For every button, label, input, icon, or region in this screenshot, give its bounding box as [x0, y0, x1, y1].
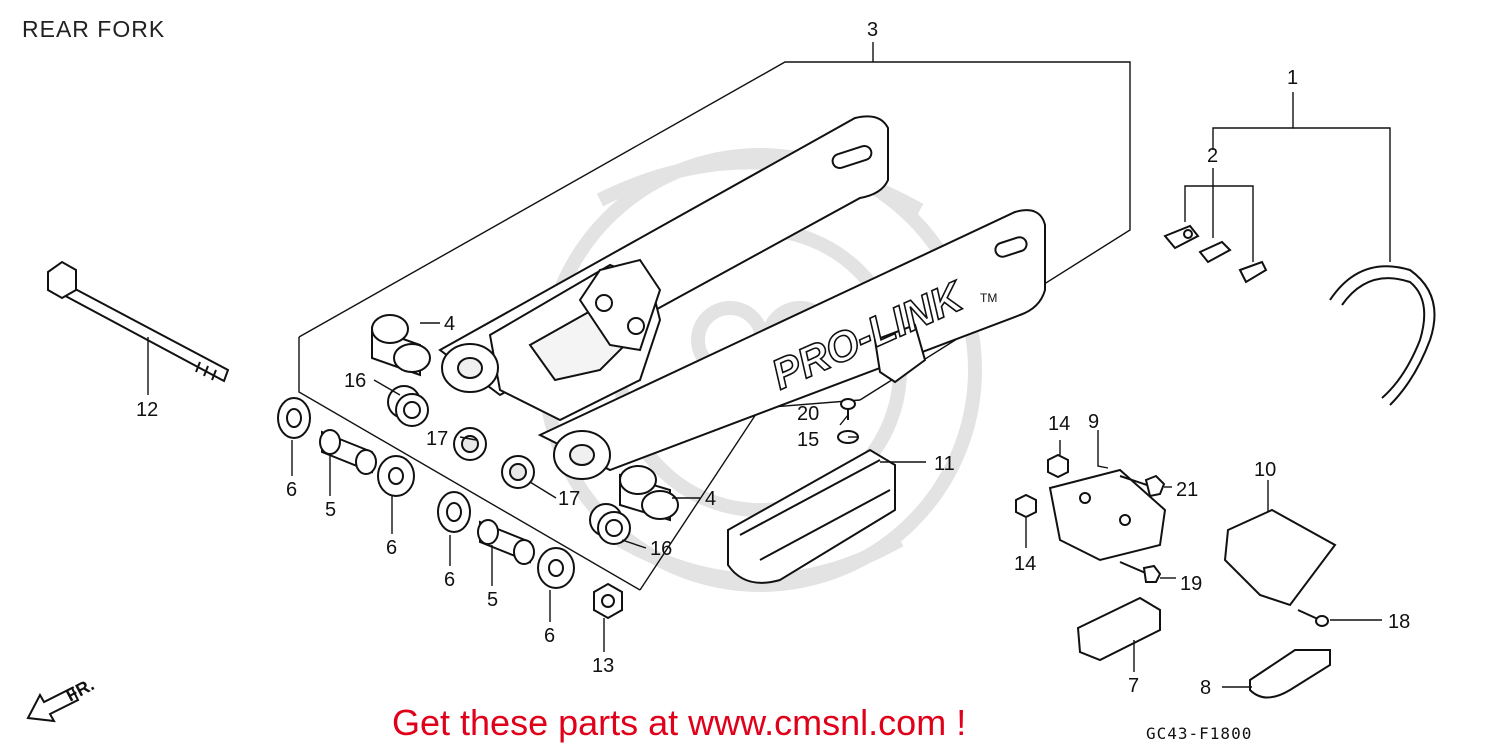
callout-14-upper: 14: [1048, 413, 1070, 435]
swingarm-part-3: [438, 115, 1046, 480]
callout-17-lower: 17: [558, 488, 580, 510]
dust-seal-part-6-c: [437, 491, 471, 533]
callout-2: 2: [1207, 145, 1218, 167]
callout-18: 18: [1388, 611, 1410, 633]
chain-guide-part-9: [1048, 468, 1167, 562]
dust-seal-part-6-d: [537, 547, 575, 589]
callout-16-upper: 16: [344, 370, 366, 392]
callout-6-d: 6: [544, 625, 555, 647]
collar-part-5-a: [319, 429, 377, 475]
leader-lines: [147, 42, 1391, 688]
collar-part-5-b: [477, 519, 535, 565]
dust-seal-part-6-b: [377, 455, 415, 497]
dust-seal-part-6-a: [277, 397, 311, 439]
callout-13: 13: [592, 655, 614, 677]
callout-labels: 1 2 3 4 4 5 5 6 6 6 6 7 8 9 10 11 12 13 …: [136, 19, 1410, 699]
screw-part-20: [840, 398, 856, 420]
callout-9: 9: [1088, 411, 1099, 433]
callout-5-b: 5: [487, 589, 498, 611]
chain-slider-part-11: [727, 448, 896, 584]
needle-bearing-part-16-upper: [387, 385, 429, 427]
bearing-part-17-upper: [453, 427, 487, 461]
bolt-part-21: [1119, 474, 1166, 498]
pro-link-tm: TM: [980, 291, 997, 305]
callout-19: 19: [1180, 573, 1202, 595]
callout-7: 7: [1128, 675, 1139, 697]
collar-part-4-upper: [371, 314, 431, 377]
assembly-outline-3: [298, 61, 1131, 591]
collar-part-4-lower: [619, 465, 679, 522]
callout-20: 20: [797, 403, 819, 425]
chain-guide-plate-part-10: [1223, 508, 1337, 607]
callout-15: 15: [797, 429, 819, 451]
needle-bearing-part-16-lower: [589, 503, 631, 545]
callout-12: 12: [136, 399, 158, 421]
promo-text: Get these parts at www.cmsnl.com !: [392, 702, 967, 743]
callout-21: 21: [1176, 479, 1198, 501]
nut-part-14-lower: [1015, 493, 1037, 519]
screw-part-18: [1297, 609, 1329, 627]
pivot-bolt-part-12: [47, 260, 230, 383]
front-direction-arrow-icon: [26, 686, 80, 723]
drawing-code: GC43-F1800: [1146, 724, 1253, 743]
callout-3: 3: [867, 19, 878, 41]
callout-10: 10: [1254, 459, 1276, 481]
nut-part-14-upper: [1047, 453, 1069, 479]
callout-4-upper: 4: [444, 313, 455, 335]
callout-6-b: 6: [386, 537, 397, 559]
callout-16-lower: 16: [650, 538, 672, 560]
drive-chain-part-1: [1329, 265, 1436, 406]
guide-slider-part-7: [1076, 596, 1161, 662]
guard-part-8: [1249, 649, 1331, 699]
nut-part-13: [593, 582, 623, 620]
callout-14-lower: 14: [1014, 553, 1036, 575]
callout-1: 1: [1287, 67, 1298, 89]
callout-8: 8: [1200, 677, 1211, 699]
bearing-part-17-lower: [501, 455, 535, 489]
callout-17-upper: 17: [426, 428, 448, 450]
callout-6-c: 6: [444, 569, 455, 591]
joint-part-2: [1163, 224, 1268, 284]
callout-5-a: 5: [325, 499, 336, 521]
callout-4-lower: 4: [705, 488, 716, 510]
callout-6-a: 6: [286, 479, 297, 501]
page-title: REAR FORK: [22, 16, 166, 42]
bolt-part-19: [1119, 561, 1162, 583]
callout-11: 11: [934, 453, 955, 475]
